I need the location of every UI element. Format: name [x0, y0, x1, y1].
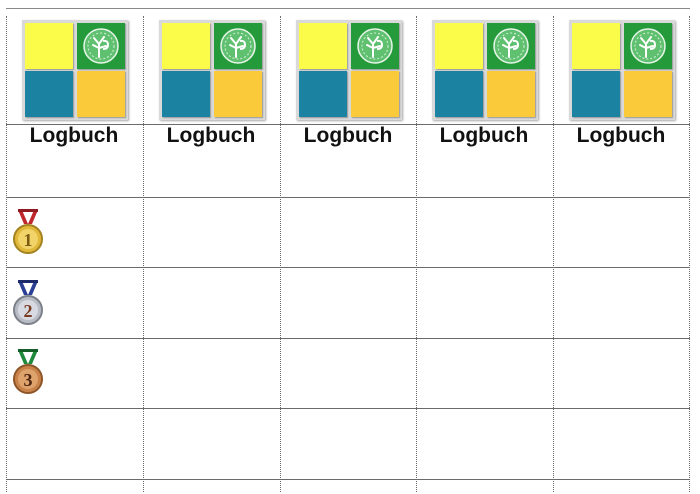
- yellow-square: [299, 23, 347, 69]
- column-divider: [6, 16, 7, 492]
- row-divider: [6, 267, 690, 268]
- column-divider: [416, 16, 417, 492]
- green-square: [351, 23, 399, 69]
- column-label: Logbuch: [303, 124, 393, 147]
- orange-square: [351, 71, 399, 117]
- row-divider: [6, 124, 690, 125]
- yellow-square: [435, 23, 483, 69]
- row-divider: [6, 338, 690, 339]
- orange-square: [214, 71, 262, 117]
- green-square: [214, 23, 262, 69]
- gold-medal-icon: 1: [10, 208, 46, 261]
- yellow-square: [572, 23, 620, 69]
- tree-emblem-icon: [357, 28, 393, 64]
- blue-square: [299, 71, 347, 117]
- logo-tile: [432, 20, 538, 120]
- medal-number: 2: [24, 301, 33, 321]
- orange-square: [487, 71, 535, 117]
- blue-square: [572, 71, 620, 117]
- row-divider: [6, 479, 690, 480]
- tree-emblem-icon: [83, 28, 119, 64]
- row-divider: [6, 408, 690, 409]
- medal-number: 3: [24, 370, 33, 390]
- orange-square: [624, 71, 672, 117]
- tree-emblem-icon: [493, 28, 529, 64]
- column-divider: [553, 16, 554, 492]
- tree-emblem-icon: [220, 28, 256, 64]
- row-divider: [6, 197, 690, 198]
- green-square: [77, 23, 125, 69]
- blue-square: [435, 71, 483, 117]
- logo-tile: [296, 20, 402, 120]
- yellow-square: [162, 23, 210, 69]
- bronze-medal-icon: 3: [10, 348, 46, 401]
- tree-emblem-icon: [630, 28, 666, 64]
- yellow-square: [25, 23, 73, 69]
- column-label: Logbuch: [576, 124, 666, 147]
- logo-tile: [569, 20, 675, 120]
- blue-square: [162, 71, 210, 117]
- logo-tile: [159, 20, 265, 120]
- table-top-border: [6, 8, 690, 9]
- column-divider: [280, 16, 281, 492]
- column-label: Logbuch: [439, 124, 529, 147]
- logo-tile: [22, 20, 128, 120]
- silver-medal-icon: 2: [10, 279, 46, 332]
- green-square: [487, 23, 535, 69]
- green-square: [624, 23, 672, 69]
- column-label: Logbuch: [166, 124, 256, 147]
- column-divider: [689, 16, 690, 492]
- orange-square: [77, 71, 125, 117]
- column-label: Logbuch: [29, 124, 119, 147]
- medal-number: 1: [24, 230, 33, 250]
- blue-square: [25, 71, 73, 117]
- logbook-table: [6, 8, 690, 492]
- column-divider: [143, 16, 144, 492]
